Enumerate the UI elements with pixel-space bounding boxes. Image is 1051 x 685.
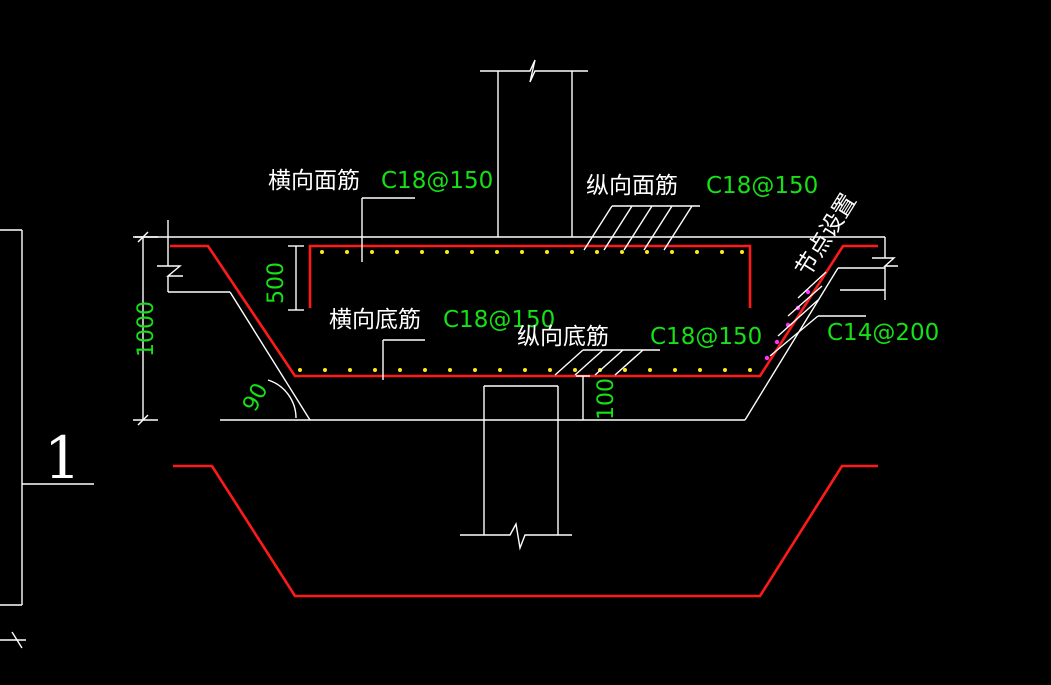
rebar-top-inner: [308, 244, 752, 308]
dim-angle: 90: [238, 379, 273, 415]
dim-height-inner: 500: [264, 262, 289, 304]
spec-transverse-top: C18@150: [381, 168, 493, 194]
spec-side: C14@200: [827, 320, 939, 346]
column-top: [480, 59, 588, 237]
column-bottom: [460, 385, 572, 551]
foundation-outline: [135, 220, 898, 421]
dim-height-total: 1000: [134, 301, 159, 357]
dimension-lines: [133, 231, 590, 426]
section-number: 1: [44, 424, 81, 492]
rebar-dots-top: [320, 250, 744, 254]
spec-longitudinal-bottom: C18@150: [650, 324, 762, 350]
section-frame: [0, 229, 94, 649]
spec-longitudinal-top: C18@150: [706, 173, 818, 199]
leader-lines: [361, 197, 866, 380]
label-longitudinal-bottom: 纵向底筋: [517, 324, 609, 350]
label-transverse-bottom: 横向底筋: [329, 307, 421, 333]
dim-cover-bottom: 100: [594, 378, 619, 420]
rebar-main: [170, 244, 878, 378]
spec-transverse-bottom: C18@150: [443, 307, 555, 333]
rebar-lower-contour: [173, 464, 878, 598]
label-transverse-top: 横向面筋: [268, 168, 360, 194]
label-longitudinal-top: 纵向面筋: [586, 173, 678, 199]
rebar-dots-bottom: [298, 368, 752, 372]
